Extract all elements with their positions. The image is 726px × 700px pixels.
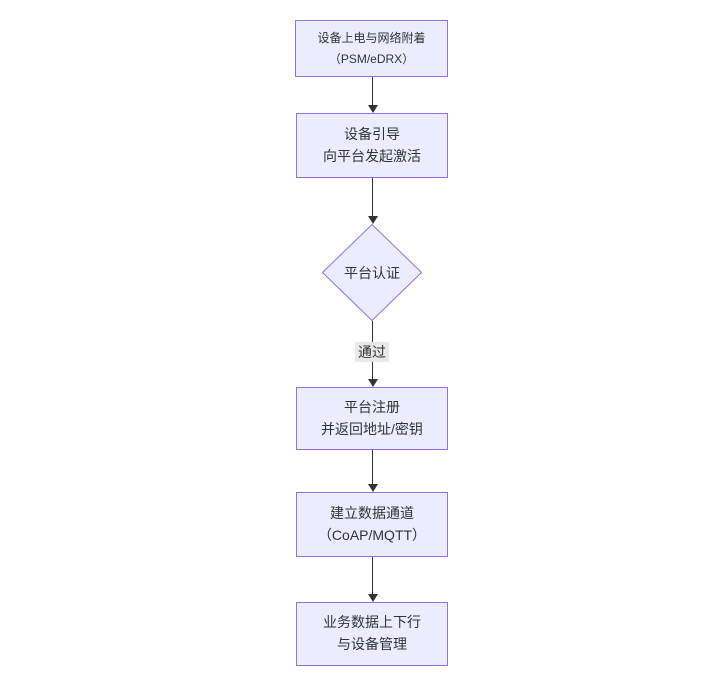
edge-label-pass: 通过 (355, 341, 389, 363)
node-text-line: （PSM/eDRX） (328, 51, 415, 66)
node-platform-register: 平台注册 并返回地址/密钥 (296, 387, 448, 450)
node-text-line: 向平台发起激活 (323, 147, 421, 164)
node-text-line: 平台注册 (344, 398, 400, 415)
arrow-line (372, 77, 373, 105)
arrow-line (372, 178, 373, 216)
node-text-line: 建立数据通道 (330, 504, 414, 521)
node-business-data: 业务数据上下行 与设备管理 (296, 602, 448, 666)
arrow-line (372, 450, 373, 484)
node-text-line: 平台认证 (344, 264, 400, 281)
arrowhead-icon (367, 105, 378, 113)
node-data-channel: 建立数据通道 （CoAP/MQTT） (296, 492, 448, 557)
node-text-line: 并返回地址/密钥 (321, 420, 423, 437)
arrow-line (372, 557, 373, 594)
flow-arrow-down-icon (367, 450, 378, 492)
node-power-attach: 设备上电与网络附着 （PSM/eDRX） (295, 20, 448, 77)
decision-platform-auth: 平台认证 (322, 224, 422, 321)
flow-arrow-down-icon (367, 557, 378, 602)
flow-arrow-down-icon (367, 77, 378, 113)
flow-arrow-down-icon (367, 178, 378, 224)
node-bootstrap: 设备引导 向平台发起激活 (296, 113, 448, 178)
diamond-shape (322, 224, 422, 321)
arrowhead-icon (367, 379, 378, 387)
node-text-line: （CoAP/MQTT） (317, 526, 427, 543)
arrowhead-icon (367, 594, 378, 602)
arrowhead-icon (367, 484, 378, 492)
node-text-line: 设备上电与网络附着 (317, 31, 426, 46)
node-text-line: 设备引导 (344, 125, 400, 142)
arrowhead-icon (367, 216, 378, 224)
node-text-line: 业务数据上下行 (323, 614, 421, 631)
node-text-line: 与设备管理 (337, 636, 407, 652)
